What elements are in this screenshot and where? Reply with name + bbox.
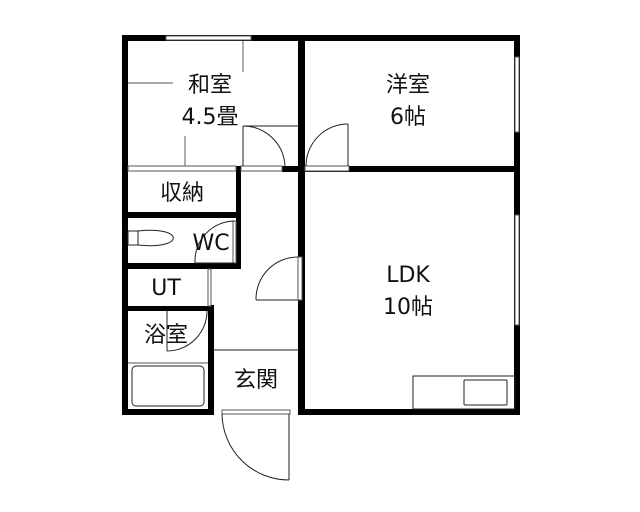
youshitsu-label: 洋室 [386, 73, 430, 98]
washitsu-label: 和室 [188, 73, 232, 98]
wall-youshitsu-bottom [305, 166, 520, 172]
wall-middle [298, 35, 305, 415]
wall-top [122, 35, 520, 41]
bath-label: 浴室 [144, 323, 188, 348]
toilet-icon [127, 229, 174, 247]
bath-door[interactable] [166, 310, 208, 352]
washitsu-door[interactable] [242, 125, 298, 167]
washitsu-size: 4.5畳 [182, 105, 239, 130]
door-frame [304, 165, 350, 172]
storage-sliding-door[interactable] [127, 165, 237, 172]
ldk-label: LDK [386, 263, 430, 288]
kitchen-sink-icon [463, 379, 508, 406]
ut-label: UT [151, 276, 181, 301]
wall-stub [282, 166, 298, 172]
window-ldk [514, 214, 520, 326]
bathtub-icon [131, 365, 205, 407]
wall-left [122, 35, 128, 415]
youshitsu-door[interactable] [305, 123, 349, 167]
ut-curtain [207, 268, 212, 307]
wall-wc-bottom [122, 263, 241, 269]
youshitsu-size: 6帖 [390, 105, 426, 130]
walls [122, 35, 520, 415]
kitchen-counter [412, 375, 516, 410]
door-frame [240, 165, 283, 172]
entrance-door[interactable] [221, 409, 291, 481]
wall-ut-bottom [122, 306, 212, 311]
ldk-door[interactable] [255, 256, 303, 301]
wc-door[interactable] [194, 220, 237, 264]
wall-storage-bottom [122, 212, 241, 218]
ldk-size: 10帖 [383, 295, 433, 320]
entrance-label: 玄関 [234, 368, 278, 393]
wall-bottom-right [298, 409, 520, 415]
window-youshitsu [514, 56, 520, 133]
wc-label: WC [192, 231, 229, 256]
wall-storage-wc-right [236, 166, 241, 269]
storage-label: 収納 [160, 181, 204, 206]
window-top [165, 35, 252, 41]
wall-bottom-left [122, 409, 214, 415]
wall-bath-right [208, 305, 214, 415]
